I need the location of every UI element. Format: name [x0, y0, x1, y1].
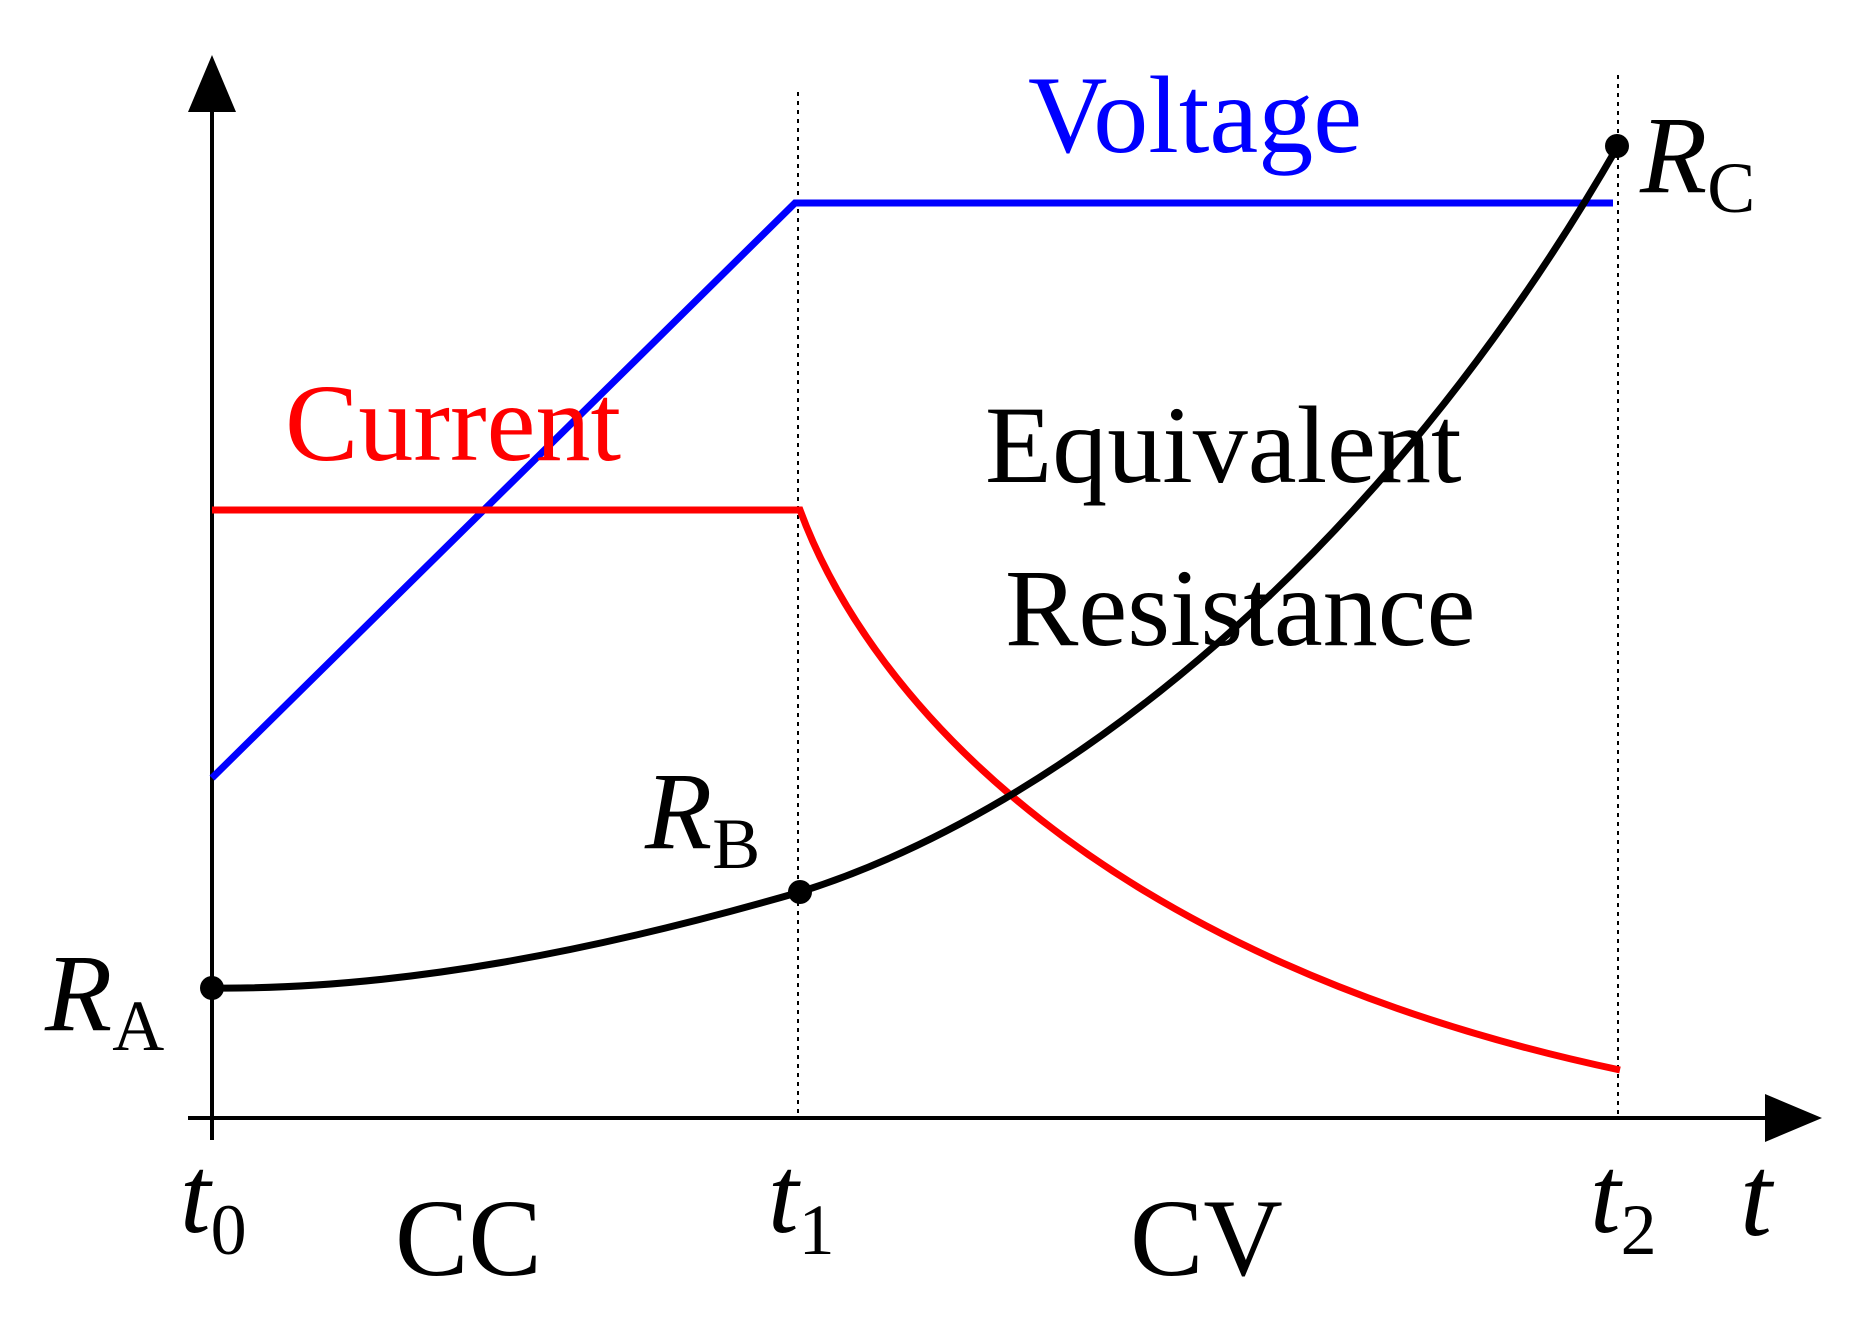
tick-label-t1-base: t: [768, 1134, 801, 1256]
time-axis-label: t: [1740, 1133, 1775, 1260]
label-rb-sub: B: [712, 804, 760, 884]
x-axis-arrow-icon: [1765, 1094, 1822, 1142]
resistance-label-line1: Equivalent: [985, 384, 1462, 506]
label-rb: RB: [644, 750, 760, 884]
point-rb-marker: [788, 880, 812, 904]
point-rc-marker: [1605, 134, 1629, 158]
label-ra-base: R: [44, 932, 112, 1054]
label-rc-sub: C: [1707, 148, 1755, 228]
current-curve: [212, 506, 1621, 1074]
tick-label-t0-base: t: [180, 1134, 213, 1256]
stage-label-cc: CC: [395, 1177, 542, 1299]
tick-label-t0: t0: [180, 1134, 247, 1270]
label-rc: RC: [1639, 94, 1755, 228]
voltage-label: Voltage: [1028, 54, 1362, 176]
tick-label-t0-sub: 0: [211, 1190, 247, 1270]
label-rc-base: R: [1639, 94, 1707, 216]
label-ra-sub: A: [112, 986, 164, 1066]
tick-label-t2-base: t: [1590, 1134, 1623, 1256]
resistance-curve: [211, 144, 1622, 992]
current-label: Current: [285, 362, 621, 484]
label-ra: RA: [44, 932, 164, 1066]
tick-label-t2-sub: 2: [1621, 1190, 1657, 1270]
point-ra-marker: [200, 976, 224, 1000]
tick-label-t1: t1: [768, 1134, 835, 1270]
resistance-label-line2: Resistance: [1005, 547, 1475, 669]
y-axis-arrow-icon: [188, 55, 236, 112]
voltage-curve: [209, 199, 1613, 781]
stage-label-cv: CV: [1130, 1177, 1283, 1299]
tick-label-t2: t2: [1590, 1134, 1657, 1270]
label-rb-base: R: [644, 750, 712, 872]
tick-label-t1-sub: 1: [799, 1190, 835, 1270]
